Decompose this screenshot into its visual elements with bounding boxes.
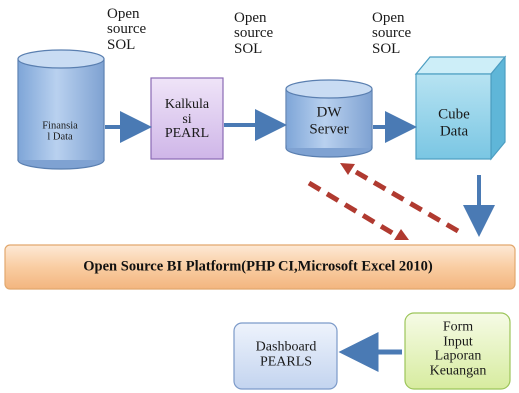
dw-server-cylinder xyxy=(285,79,373,158)
dashboard-box xyxy=(233,322,338,390)
cube-data-box xyxy=(414,55,507,161)
calculation-box xyxy=(150,77,224,160)
form-input-label: Form Input Laporan Keuangan xyxy=(429,319,487,379)
bi-platform-label: Open Source BI Platform(PHP CI,Microsoft… xyxy=(83,258,433,275)
calculation-label: Kalkula si PEARL xyxy=(164,96,210,142)
dw-server-label: DW Server xyxy=(309,104,349,138)
software-label-1: Open source SOL xyxy=(107,6,147,53)
bi-platform-bar xyxy=(4,244,516,290)
dashboard-label: Dashboard PEARLS xyxy=(255,339,317,369)
financial-data-cylinder xyxy=(17,49,105,170)
software-label-3: Open source SOL xyxy=(372,10,412,57)
dashed-arrow-platform-to-dw xyxy=(340,163,460,234)
cube-data-label: Cube Data xyxy=(438,106,470,140)
software-label-2: Open source SOL xyxy=(234,10,274,57)
financial-data-label: Finansia l Data xyxy=(42,120,78,143)
form-input-box xyxy=(404,312,511,390)
dashed-arrow-dw-to-platform xyxy=(307,180,409,240)
